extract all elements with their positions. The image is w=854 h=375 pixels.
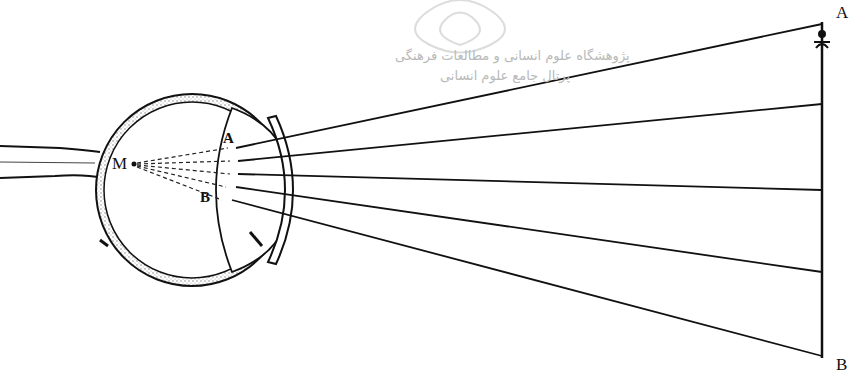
point-label: A	[223, 131, 234, 146]
point-label: B	[200, 190, 210, 205]
watermark: پرتال جامع علوم انسانی	[440, 68, 570, 83]
optic-nerve	[0, 146, 100, 152]
optic-nerve	[0, 175, 102, 178]
point-label: B	[836, 356, 847, 373]
image-rays	[137, 148, 230, 200]
watermark-emblem	[415, 0, 505, 53]
watermark: پژوهشگاه علوم انسانی و مطالعات فرهنگی	[395, 48, 630, 63]
point-label: A	[836, 4, 848, 21]
object-figure	[814, 31, 830, 48]
point-label: M	[112, 155, 127, 172]
object-line	[821, 22, 824, 358]
focal-point	[132, 162, 137, 167]
light-rays	[232, 24, 822, 356]
